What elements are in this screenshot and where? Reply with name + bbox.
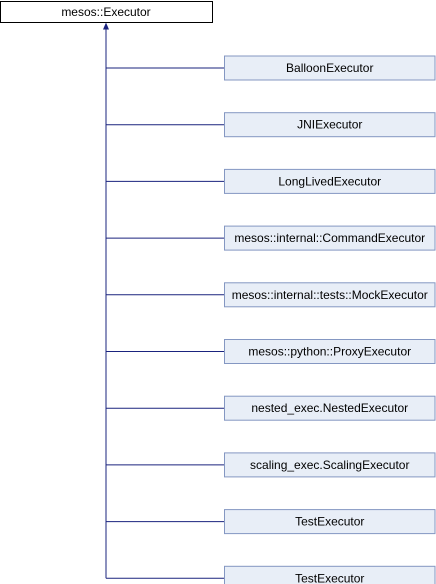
- child-node[interactable]: TestExecutor: [224, 509, 436, 535]
- child-node-label: scaling_exec.ScalingExecutor: [250, 458, 409, 472]
- child-node-box[interactable]: [224, 55, 436, 81]
- child-node-label: JNIExecutor: [297, 118, 362, 132]
- child-node[interactable]: BalloonExecutor: [224, 55, 436, 81]
- child-node-label: LongLivedExecutor: [278, 174, 381, 188]
- root-node-box[interactable]: [0, 1, 213, 23]
- child-node-box[interactable]: [224, 565, 436, 584]
- child-node-label: TestExecutor: [295, 571, 364, 584]
- child-node[interactable]: mesos::python::ProxyExecutor: [224, 339, 436, 364]
- child-node-label: BalloonExecutor: [286, 61, 373, 75]
- child-node-label: TestExecutor: [295, 515, 364, 529]
- child-node-box[interactable]: [224, 112, 436, 138]
- child-node-box[interactable]: [224, 168, 436, 194]
- child-node[interactable]: JNIExecutor: [224, 112, 436, 138]
- child-node[interactable]: scaling_exec.ScalingExecutor: [224, 452, 436, 478]
- child-node-label: mesos::internal::CommandExecutor: [234, 231, 425, 245]
- inheritance-edges: [103, 22, 225, 579]
- child-node[interactable]: LongLivedExecutor: [224, 168, 436, 194]
- child-node-label: nested_exec.NestedExecutor: [251, 401, 408, 415]
- inheritance-arrowhead: [103, 22, 109, 30]
- child-node-box[interactable]: [224, 452, 436, 478]
- child-node[interactable]: nested_exec.NestedExecutor: [224, 395, 436, 421]
- child-node[interactable]: mesos::internal::CommandExecutor: [224, 225, 436, 251]
- root-node-label: mesos::Executor: [61, 5, 150, 19]
- child-node[interactable]: mesos::internal::tests::MockExecutor: [224, 282, 436, 308]
- child-node-box[interactable]: [224, 395, 436, 421]
- child-node-box[interactable]: [224, 339, 436, 364]
- child-node-box[interactable]: [224, 282, 436, 308]
- child-node-label: mesos::python::ProxyExecutor: [248, 345, 411, 359]
- child-nodes: BalloonExecutorJNIExecutorLongLivedExecu…: [224, 55, 436, 584]
- child-node-box[interactable]: [224, 509, 436, 535]
- child-node-label: mesos::internal::tests::MockExecutor: [232, 288, 428, 302]
- root-node[interactable]: mesos::Executor: [0, 1, 213, 23]
- child-node[interactable]: TestExecutor: [224, 565, 436, 584]
- child-node-box[interactable]: [224, 225, 436, 251]
